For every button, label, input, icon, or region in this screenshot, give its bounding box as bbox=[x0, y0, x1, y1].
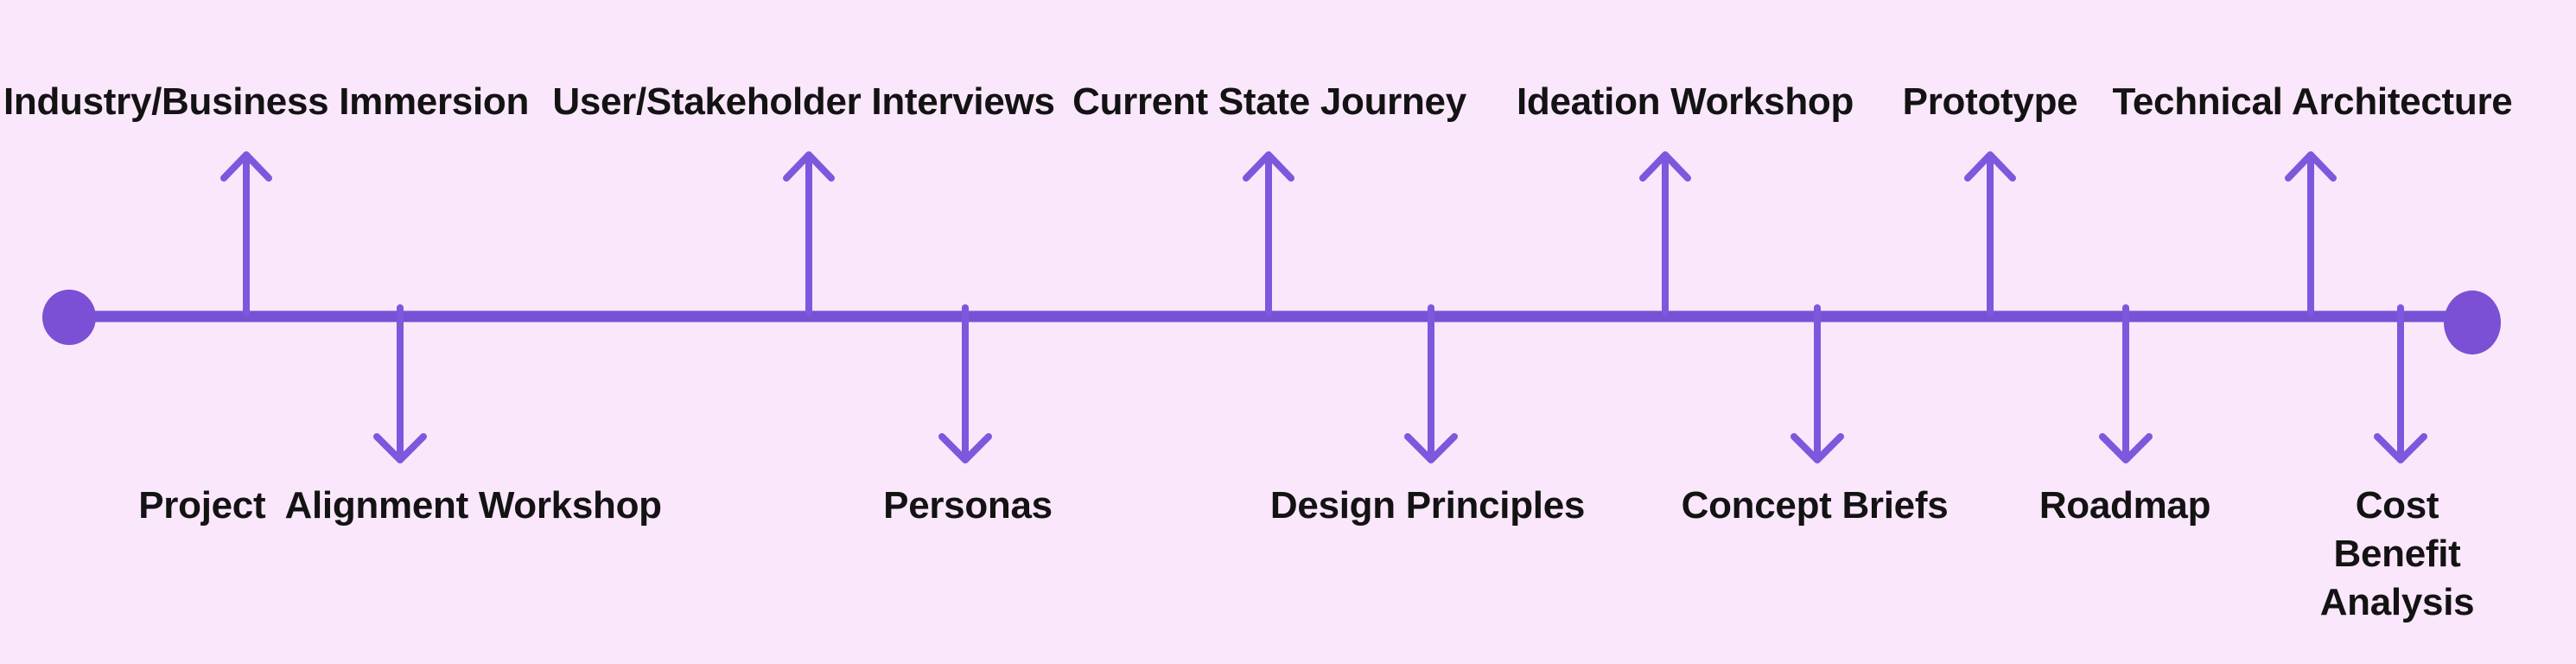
down-arrow-design-principles bbox=[1404, 304, 1458, 463]
label-cost-benefit-analysis: Cost Benefit Analysis bbox=[2319, 484, 2475, 623]
down-arrow-personas bbox=[938, 304, 992, 463]
label-project-alignment-workshop: Project Alignment Workshop bbox=[138, 484, 662, 527]
label-personas: Personas bbox=[883, 484, 1053, 527]
up-arrow-user-stakeholder-interviews bbox=[783, 151, 835, 316]
label-ideation-workshop: Ideation Workshop bbox=[1516, 80, 1854, 123]
down-arrow-concept-briefs bbox=[1790, 304, 1844, 463]
label-user-stakeholder-interviews: User/Stakeholder Interviews bbox=[552, 80, 1055, 123]
up-arrow-ideation-workshop bbox=[1639, 151, 1691, 316]
up-arrow-technical-architecture bbox=[2285, 151, 2337, 316]
label-roadmap: Roadmap bbox=[2039, 484, 2211, 527]
up-arrow-prototype bbox=[1964, 151, 2016, 316]
label-design-principles: Design Principles bbox=[1269, 484, 1586, 527]
up-arrow-current-state-journey bbox=[1243, 151, 1294, 316]
label-technical-architecture: Technical Architecture bbox=[2112, 80, 2513, 123]
up-arrow-industry-business-immersion bbox=[220, 151, 272, 316]
timeline-start-dot bbox=[42, 290, 96, 345]
label-current-state-journey: Current State Journey bbox=[1072, 80, 1466, 123]
down-arrow-cost-benefit-analysis bbox=[2374, 304, 2427, 463]
label-prototype: Prototype bbox=[1902, 80, 2078, 123]
label-industry-business-immersion: Industry/Business Immersion bbox=[3, 80, 530, 123]
label-concept-briefs: Concept Briefs bbox=[1681, 484, 1949, 527]
timeline-end-dot bbox=[2444, 290, 2501, 354]
down-arrow-roadmap bbox=[2099, 304, 2153, 463]
down-arrow-project-alignment-workshop bbox=[373, 304, 427, 463]
